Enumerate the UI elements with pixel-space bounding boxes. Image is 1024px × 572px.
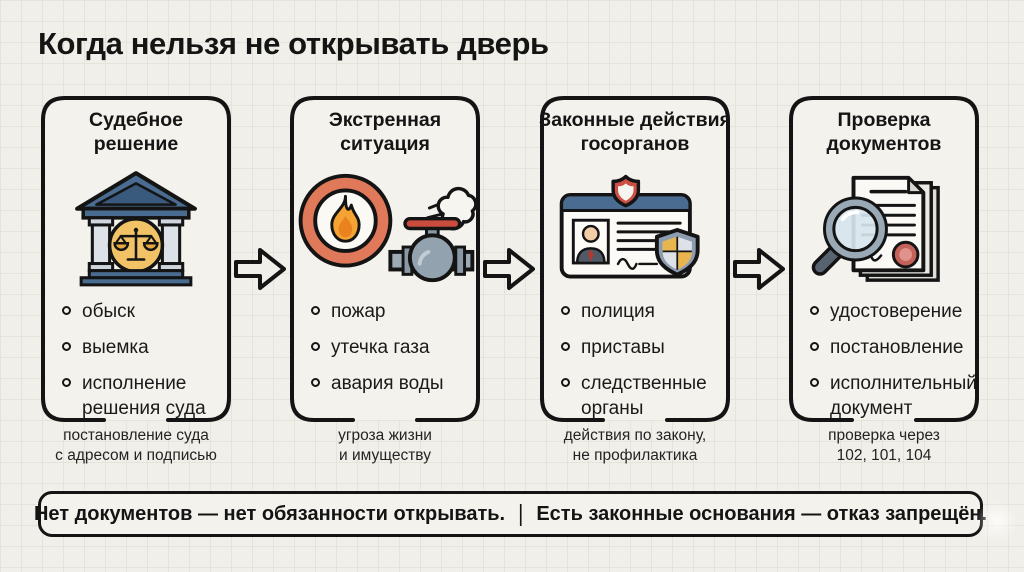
card-caption: проверка через 102, 101, 104 (828, 427, 940, 464)
list-item: выемка (62, 335, 226, 360)
list-item: постановление (810, 335, 974, 360)
id-card-shield-icon (537, 165, 733, 291)
list-item: исполнение решения суда (62, 371, 226, 421)
summary-banner: Нет документов — нет обязанности открыва… (34, 491, 987, 537)
list-item: исполнительный документ (810, 371, 977, 421)
card-emergency: Экстренная ситуация (287, 93, 483, 466)
card-heading: Законные действия госорганов (539, 109, 731, 155)
bullet-icon (810, 378, 819, 387)
flow-arrow-icon (234, 248, 286, 290)
bullet-icon (311, 378, 320, 387)
card-frame: Судебное решение (38, 93, 234, 423)
list-item: приставы (561, 335, 725, 360)
banner-text-right: Есть законные основания — отказ запрещён… (536, 502, 988, 525)
bullet-list: пожар утечка газа авария воды (311, 299, 483, 396)
bullet-icon (561, 342, 570, 351)
bullet-icon (62, 378, 71, 387)
card-caption: действия по закону, не профилактика (563, 427, 707, 464)
list-item: утечка газа (311, 335, 475, 360)
list-item: полиция (561, 299, 725, 324)
card-caption: постановление суда с адресом и подписью (55, 427, 217, 464)
magnifier-documents-icon (786, 165, 982, 291)
card-caption: угроза жизни и имуществу (338, 427, 432, 464)
card-heading: Судебное решение (89, 109, 183, 155)
card-frame: Проверка документов (786, 93, 982, 423)
list-item: удостоверение (810, 299, 974, 324)
list-item: следственные органы (561, 371, 725, 421)
list-item: пожар (311, 299, 475, 324)
courthouse-icon (38, 165, 234, 291)
bullet-icon (311, 342, 320, 351)
card-state-bodies: Законные действия госорганов (537, 93, 733, 466)
card-frame: Экстренная ситуация (287, 93, 483, 423)
card-frame: Законные действия госорганов (537, 93, 733, 423)
bullet-list: удостоверение постановление исполнительн… (810, 299, 982, 421)
banner-separator: | (518, 500, 524, 527)
bullet-icon (561, 378, 570, 387)
flow-arrow-icon (733, 248, 785, 290)
bullet-icon (311, 306, 320, 315)
card-heading: Экстренная ситуация (328, 109, 442, 155)
bullet-icon (62, 306, 71, 315)
page-title: Когда нельзя не открывать дверь (38, 26, 549, 61)
flow-arrow-icon (483, 248, 535, 290)
fire-gas-valve-icon (287, 165, 483, 291)
bullet-icon (810, 306, 819, 315)
card-court-decision: Судебное решение (38, 93, 234, 466)
bullet-icon (810, 342, 819, 351)
bullet-list: обыск выемка исполнение решения суда (62, 299, 234, 421)
bullet-icon (561, 306, 570, 315)
bullet-icon (62, 342, 71, 351)
card-document-check: Проверка документов (786, 93, 982, 466)
banner-text-left: Нет документов — нет обязанности открыва… (33, 502, 506, 525)
card-heading: Проверка документов (826, 109, 942, 155)
list-item: обыск (62, 299, 226, 324)
list-item: авария воды (311, 371, 475, 396)
bullet-list: полиция приставы следственные органы (561, 299, 733, 421)
